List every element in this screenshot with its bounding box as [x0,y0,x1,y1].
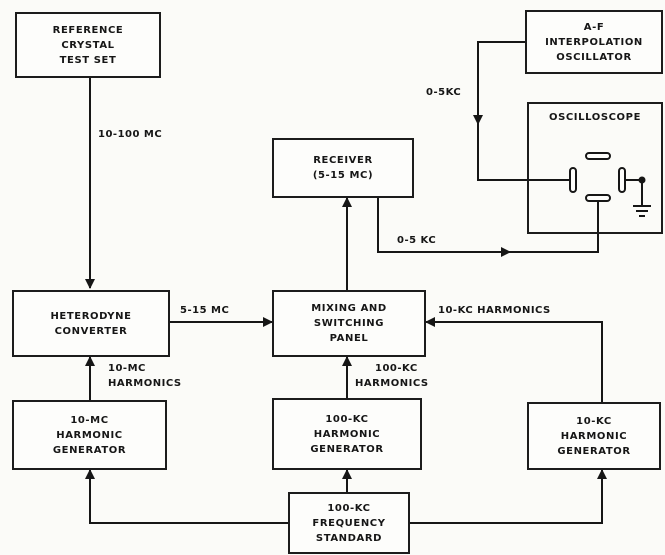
block-label: RECEIVER [313,155,373,166]
block-label: INTERPOLATION [545,36,643,48]
block-label: GENERATOR [52,444,127,456]
signal-label-10mc-harmonics-line2: HARMONICS [108,378,182,389]
block-label: SWITCHING [313,318,385,329]
line-standard-to-10mc [85,469,288,524]
block-label: A-F [583,21,605,33]
line-10kc-to-mixing [425,317,603,402]
block-10mc-harmonic-generator: 10-MC HARMONIC GENERATOR [12,400,167,470]
block-label: GENERATOR [310,443,384,455]
block-label: CONVERTER [54,325,128,337]
block-label: 10-KC [576,415,612,427]
block-reference-crystal-test-set: REFERENCE CRYSTAL TEST SET [15,12,161,78]
block-100kc-frequency-standard: 100-KC FREQUENCY STANDARD [288,492,410,554]
scope-plate-left [569,167,577,193]
block-label: (5-15 MC) [312,170,374,181]
block-label: 100-KC [325,413,369,425]
block-oscilloscope: OSCILLOSCOPE [527,102,663,234]
block-label: CRYSTAL [61,39,115,51]
signal-label-5-15mc: 5-15 MC [180,305,230,316]
scope-plate-top [585,152,611,160]
block-label: GENERATOR [557,445,631,457]
block-10kc-harmonic-generator: 10-KC HARMONIC GENERATOR [527,402,661,470]
block-heterodyne-converter: HETERODYNE CONVERTER [12,290,170,357]
block-label: OSCILLOSCOPE [548,112,642,123]
block-mixing-switching-panel: MIXING AND SWITCHING PANEL [272,290,426,357]
block-label: REFERENCE [52,24,124,36]
scope-plate-bottom [585,194,611,202]
scope-ground-junction [638,176,646,184]
block-label: HARMONIC [560,430,628,442]
scope-plate-right [618,167,626,193]
block-label: HARMONIC [313,428,381,440]
block-label: TEST SET [59,54,117,66]
block-label: STANDARD [315,532,383,544]
block-label: HETERODYNE [50,310,132,322]
signal-label-10-100mc: 10-100 MC [98,129,163,140]
block-label: 10-MC [70,414,109,426]
block-label: PANEL [329,333,369,344]
block-label: OSCILLATOR [556,51,632,63]
block-100kc-harmonic-generator: 100-KC HARMONIC GENERATOR [272,398,422,470]
signal-label-100kc-harmonics-line2: HARMONICS [355,378,429,389]
signal-label-10mc-harmonics-line1: 10-MC [108,363,146,374]
block-receiver: RECEIVER (5-15 MC) [272,138,414,198]
signal-label-receiver-0-5kc: 0-5 KC [397,235,437,246]
signal-label-10kc-harmonics: 10-KC HARMONICS [438,305,551,316]
block-af-interpolation-oscillator: A-F INTERPOLATION OSCILLATOR [525,10,663,74]
signal-label-oscillator-0-5kc: 0-5KC [426,87,462,98]
line-standard-to-10kc [410,469,607,524]
block-label: 100-KC [327,502,371,514]
signal-label-100kc-harmonics-line1: 100-KC [375,363,418,374]
block-label: MIXING AND [311,303,387,314]
block-label: FREQUENCY [312,517,386,529]
block-label: HARMONIC [56,429,123,441]
